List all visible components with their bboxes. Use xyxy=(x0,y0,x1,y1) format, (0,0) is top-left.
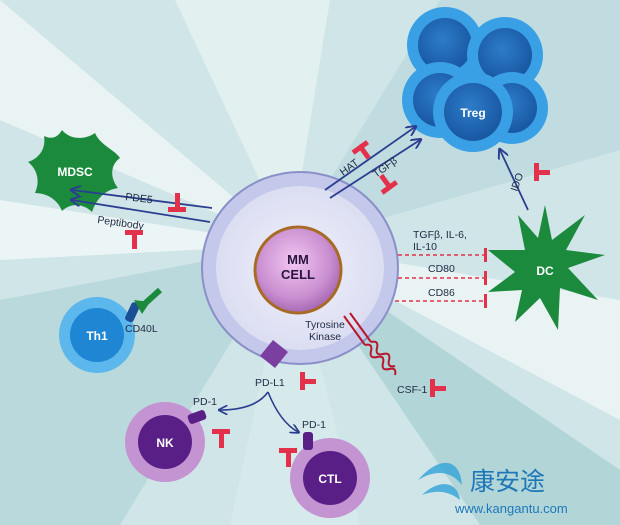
watermark-chinese: 康安途 xyxy=(470,467,545,496)
peptibody-arrow xyxy=(72,200,211,223)
pd1-receptor-nk xyxy=(187,410,207,424)
dc-factor-line1: TGFβ, IL-6, xyxy=(413,229,467,241)
dc-cell: DC xyxy=(488,205,605,330)
pd1-nk-label: PD-1 xyxy=(193,396,217,408)
nk-label: NK xyxy=(156,436,174,450)
pde5-label: PDE5 xyxy=(125,191,154,206)
hat-arrow xyxy=(324,127,415,191)
ctl-cell: CTL PD-1 xyxy=(290,419,370,518)
watermark-url: www.kangantu.com xyxy=(454,501,568,516)
dc-label: DC xyxy=(536,264,554,278)
tyrosine-kinase-receptor-icon xyxy=(343,312,397,376)
tgfb-arrow xyxy=(329,140,420,199)
inhibitor-pd1-ctl-icon xyxy=(279,448,297,467)
pdl1-to-ctl-arrow xyxy=(267,391,298,432)
watermark-logo-icon xyxy=(418,462,462,500)
pd1-receptor-ctl xyxy=(303,432,313,450)
pdl1-label: PD-L1 xyxy=(255,377,285,389)
inhibitor-pdl1-icon xyxy=(300,372,316,390)
treg-cluster: Treg xyxy=(402,7,548,152)
pdl1-to-nk-arrow xyxy=(220,391,269,410)
cd86-label: CD86 xyxy=(428,287,455,299)
csf1-label: CSF-1 xyxy=(397,384,427,396)
th1-cell: Th1 CD40L xyxy=(59,287,163,373)
mdsc-cell: MDSC xyxy=(28,130,120,212)
mm-label-line2: CELL xyxy=(281,267,315,282)
pdl1-ligand xyxy=(260,340,288,368)
mm-nucleus xyxy=(253,225,343,315)
pd1-ctl-label: PD-1 xyxy=(302,419,326,431)
cd40l-label: CD40L xyxy=(125,323,158,335)
treg-label: Treg xyxy=(460,106,485,120)
cd40l-receptor xyxy=(125,302,140,323)
watermark: 康安途 www.kangantu.com xyxy=(418,462,568,516)
th1-label: Th1 xyxy=(86,329,108,343)
pde5-arrow xyxy=(72,190,213,209)
ido-arrow xyxy=(500,150,529,211)
inhibitor-tgfb-icon xyxy=(379,173,399,195)
ctl-label: CTL xyxy=(318,472,341,486)
inhibitor-csf1-icon xyxy=(430,379,446,397)
inhibitor-hat-icon xyxy=(351,140,371,160)
inhibitor-icons xyxy=(125,140,550,467)
tyrosine-label: Tyrosine xyxy=(305,319,345,331)
inhibitor-pd1-nk-icon xyxy=(212,429,230,448)
dc-factor-line2: IL-10 xyxy=(413,241,437,253)
dc-inhibition-lines xyxy=(395,248,487,308)
inhibitor-pde5-icon xyxy=(168,193,186,212)
cd80-label: CD80 xyxy=(428,263,455,275)
mm-cell: MM CELL xyxy=(201,171,399,365)
mdsc-label: MDSC xyxy=(57,165,93,179)
mm-label-line1: MM xyxy=(287,252,309,267)
inhibitor-ido-icon xyxy=(534,163,550,181)
kinase-label: Kinase xyxy=(309,331,341,343)
inhibitor-peptibody-icon xyxy=(125,230,143,249)
nk-cell: NK PD-1 xyxy=(125,396,217,482)
